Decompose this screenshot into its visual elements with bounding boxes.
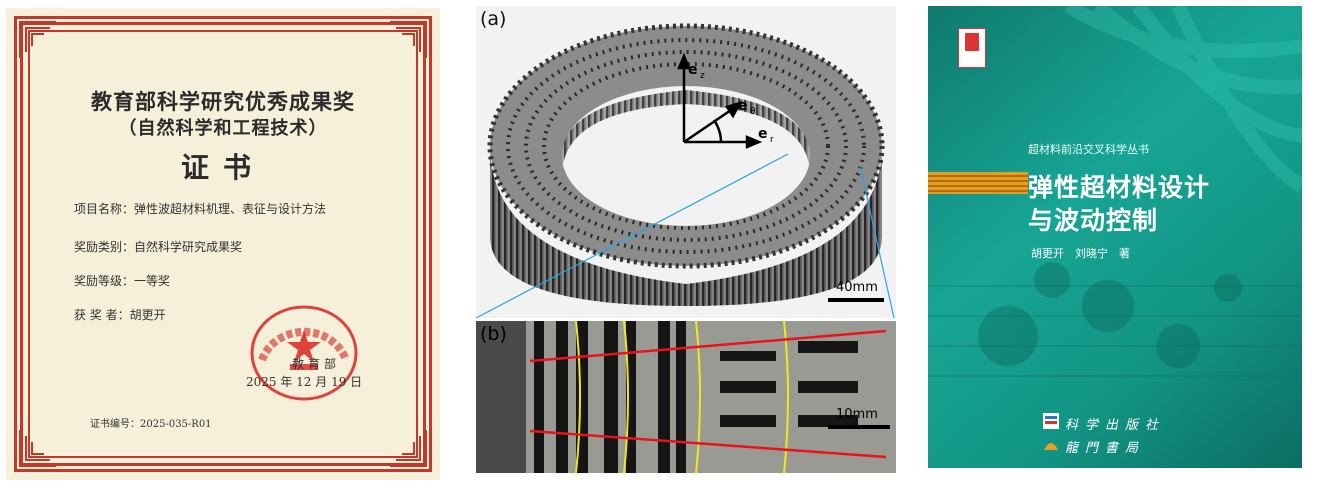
official-seal-icon bbox=[250, 305, 358, 401]
cover-accent-band bbox=[928, 172, 1028, 194]
corner-ornament-icon bbox=[19, 21, 56, 58]
axis-theta-label: e bbox=[738, 98, 748, 114]
scale-bar bbox=[828, 298, 884, 302]
scale-bar-label: 40mm bbox=[836, 280, 878, 295]
certificate-outer-border bbox=[14, 16, 432, 472]
panel-a: e z e θ e r (a) 40mm bbox=[475, 6, 896, 319]
panel-b-label: (b) bbox=[480, 323, 507, 345]
detail-photo bbox=[476, 321, 896, 473]
issue-date: 2025 年 12 月 19 日 bbox=[246, 375, 363, 389]
coordinate-axes bbox=[677, 52, 763, 149]
certificate-number: 证书编号：2025-035-R01 bbox=[90, 419, 212, 430]
issuer: 教育部 bbox=[292, 357, 341, 371]
certificate-heading: 证书 bbox=[180, 151, 265, 184]
scale-bar bbox=[828, 425, 890, 429]
award-winner: 获 奖 者：胡更开 bbox=[74, 308, 166, 322]
book-authors: 胡更开 刘晓宁 著 bbox=[1031, 247, 1130, 260]
axis-z-subscript: z bbox=[700, 71, 705, 81]
cover-wave-pattern bbox=[928, 6, 1302, 377]
project-name: 项目名称：弹性波超材料机理、表征与设计方法 bbox=[74, 202, 327, 216]
science-press-logo-icon bbox=[1043, 413, 1059, 429]
axis-r-label: e bbox=[758, 126, 768, 142]
zoom-line bbox=[859, 165, 895, 319]
corner-ornament-icon bbox=[390, 21, 427, 58]
axis-r-subscript: r bbox=[770, 135, 774, 145]
certificate-inner-border bbox=[28, 30, 418, 458]
zoom-line bbox=[475, 153, 789, 319]
book-cover: 超材料前沿交叉科学丛书 弹性超材料设计 与波动控制 胡更开 刘晓宁 著 科学出版… bbox=[928, 6, 1302, 468]
award-category: 奖励类别：自然科学研究成果奖 bbox=[74, 240, 243, 254]
publisher-name: 科学出版社 bbox=[1065, 418, 1166, 433]
corner-ornament-icon bbox=[390, 430, 427, 467]
panel-b: (b) 10mm bbox=[476, 321, 896, 473]
panel-a-label: (a) bbox=[480, 8, 507, 30]
book-title-line1: 弹性超材料设计 bbox=[1028, 173, 1211, 202]
publisher-name: 龍門書局 bbox=[1065, 441, 1146, 456]
red-guide-lines bbox=[529, 329, 887, 459]
metamaterial-figure: e z e θ e r (a) 40mm bbox=[475, 6, 896, 476]
award-level: 奖励等级：一等奖 bbox=[74, 274, 171, 288]
book-title-line2: 与波动控制 bbox=[1028, 206, 1159, 235]
dragon-gate-logo-icon bbox=[1044, 443, 1058, 450]
fund-logo-icon bbox=[958, 28, 986, 68]
scale-bar-label: 10mm bbox=[836, 407, 878, 422]
book-series: 超材料前沿交叉科学丛书 bbox=[1028, 143, 1149, 156]
ring-photo: e z e θ e r bbox=[475, 23, 895, 319]
certificate-subtitle: （自然科学和工程技术） bbox=[118, 118, 328, 139]
corner-ornament-icon bbox=[19, 430, 56, 467]
award-certificate: 教育部科学研究优秀成果奖 （自然科学和工程技术） 证书 项目名称：弹性波超材料机… bbox=[6, 8, 440, 480]
certificate-title: 教育部科学研究优秀成果奖 bbox=[91, 89, 355, 114]
axis-z-label: e bbox=[688, 62, 698, 78]
axis-theta-subscript: θ bbox=[750, 107, 756, 117]
